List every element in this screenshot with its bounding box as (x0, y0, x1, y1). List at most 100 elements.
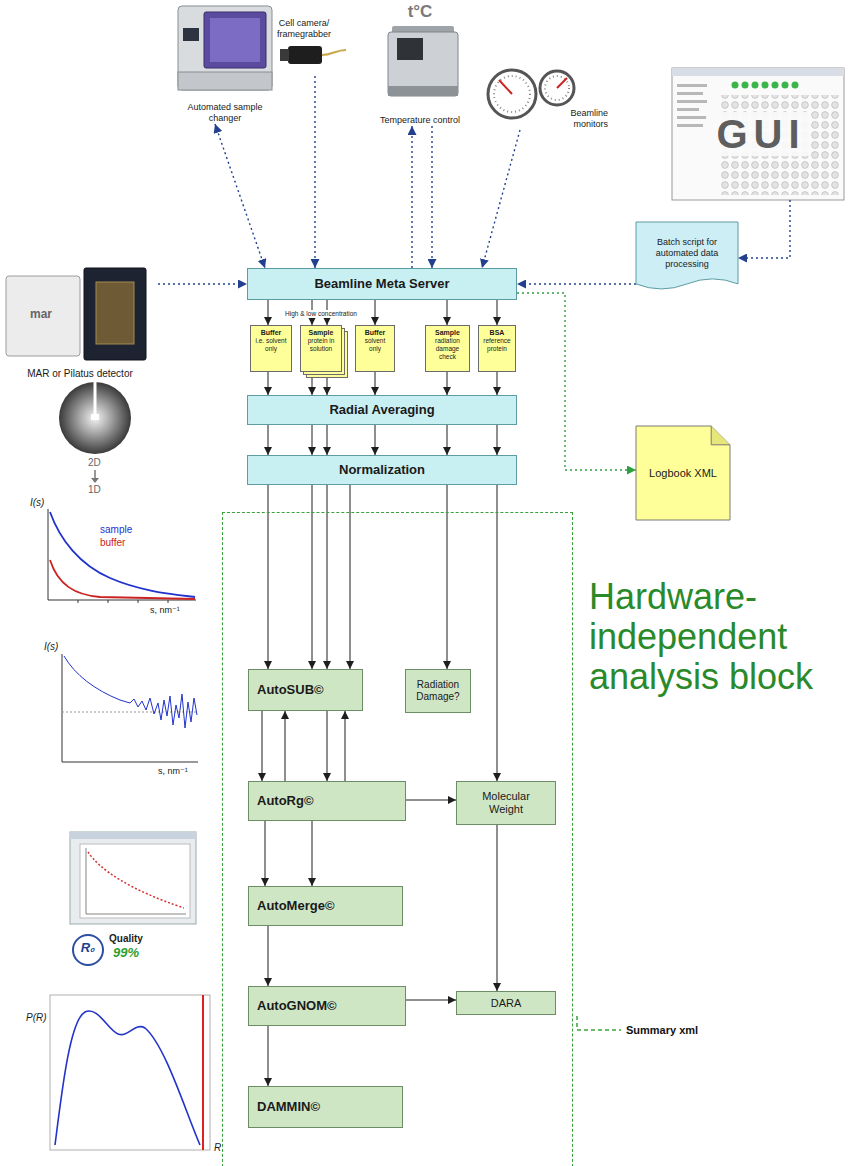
connector (497, 425, 498, 455)
connector (312, 372, 313, 395)
merge-screenshot (70, 832, 196, 924)
detector-illustration (84, 268, 146, 360)
node-text: Sample (309, 329, 334, 337)
axis-label: I(s) (30, 497, 44, 509)
connector (215, 124, 265, 268)
connector (497, 372, 498, 395)
quality-symbol: R₀ (73, 941, 103, 956)
scattering-plot (48, 509, 196, 603)
connector (327, 711, 328, 781)
detector-image (94, 382, 97, 418)
node-text: Beamline monitors (553, 108, 608, 130)
gauge-illustration (557, 78, 567, 88)
node-heading: Hardware-independent analysis block (589, 577, 841, 697)
gui-screenshot (752, 82, 759, 89)
node-text: Radiation Damage? (414, 679, 462, 703)
merge-screenshot (70, 832, 196, 924)
axis-label: P(R) (26, 1012, 47, 1024)
sample-changer-illustration (178, 6, 272, 90)
gauge-illustration (540, 71, 574, 105)
axis-label: I(s) (44, 641, 58, 653)
detector-illustration (6, 268, 146, 360)
document-shape: Batch script for automated data processi… (636, 222, 738, 294)
distance-distribution-plot (50, 995, 210, 1150)
scattering-plot (78, 600, 79, 603)
distance-distribution-plot (202, 995, 204, 1150)
quality-badge (73, 935, 103, 965)
document-shape: Logbook XML (636, 426, 730, 520)
gui-screenshot (677, 92, 703, 95)
gui-screenshot (677, 116, 707, 119)
axis-label: s, nm⁻¹ (158, 766, 188, 776)
camera-illustration (280, 46, 346, 64)
sample-changer-illustration (183, 28, 199, 41)
server-box: Beamline Meta Server (247, 268, 517, 300)
step-label: 1D (88, 484, 101, 496)
connector (327, 425, 328, 455)
connector (345, 711, 346, 781)
connector (497, 300, 498, 325)
detector-image (91, 478, 99, 483)
quality-value: 99% (113, 946, 139, 961)
brand-mark: mar (30, 308, 52, 322)
document-outline (636, 426, 730, 520)
analysis-box: AutoSUB© (248, 669, 363, 711)
node-text: AutoRg© (257, 793, 314, 809)
curve-label: buffer (100, 537, 125, 549)
camera-illustration (288, 46, 322, 64)
node-text: i.e. solvent only (253, 337, 289, 353)
connector (285, 711, 286, 781)
process-box: Radial Averaging (247, 395, 517, 425)
node-text: solvent only (358, 337, 392, 353)
connector (497, 485, 498, 781)
sample-box: Buffersolvent only (355, 325, 395, 372)
document-fold (711, 426, 730, 445)
merge-screenshot (86, 848, 87, 914)
node-text: MAR or Pilatus detector (27, 368, 133, 380)
distance-distribution-plot (50, 995, 210, 1150)
analysis-box: AutoRg© (248, 781, 406, 821)
gauge-illustration (499, 80, 512, 94)
node-text: DARA (491, 997, 522, 1010)
connector (268, 372, 269, 395)
temperature-unit-illustration (397, 38, 423, 60)
quality-badge (73, 935, 103, 965)
merge-screenshot (80, 844, 190, 918)
document-outline (636, 222, 738, 289)
node-text: Sample (435, 329, 460, 337)
quality-label: Quality (109, 933, 143, 945)
sample-changer-illustration (210, 18, 260, 62)
connector (312, 821, 313, 886)
node-text: Batch script for automated data processi… (642, 237, 732, 270)
sample-box: Bufferi.e. solvent only (250, 325, 292, 372)
sample-changer-illustration (178, 72, 272, 90)
scattering-plot (138, 600, 139, 603)
gui-screenshot (742, 82, 749, 89)
camera-illustration (322, 50, 346, 55)
node-text: Molecular Weight (465, 790, 547, 816)
sample-stack: High & low concentrationSampleprotein in… (300, 325, 342, 372)
detector-image (94, 470, 96, 478)
gui-screenshot (677, 100, 707, 103)
connector (158, 283, 247, 284)
gui-screenshot (772, 82, 779, 89)
subtracted-plot (62, 762, 198, 763)
connector (431, 126, 432, 268)
connector (268, 926, 269, 986)
node-text: AutoMerge© (257, 898, 334, 914)
connector (497, 825, 498, 991)
gui-screenshot (782, 82, 789, 89)
analysis-box: DAMMIN© (248, 1086, 403, 1128)
gui-screenshot (732, 82, 739, 89)
node-text: Normalization (339, 462, 425, 478)
node-text: Buffer (365, 329, 386, 337)
connector (268, 425, 269, 455)
summary-leader (577, 1016, 621, 1030)
step-label: 2D (88, 457, 101, 469)
node-text: Temperature control (380, 115, 460, 126)
merge-screenshot (86, 914, 186, 915)
merge-screenshot (70, 832, 196, 839)
node-text: AutoSUB© (257, 682, 324, 698)
node-text: radiation damage check (428, 337, 467, 361)
connector (447, 425, 448, 455)
